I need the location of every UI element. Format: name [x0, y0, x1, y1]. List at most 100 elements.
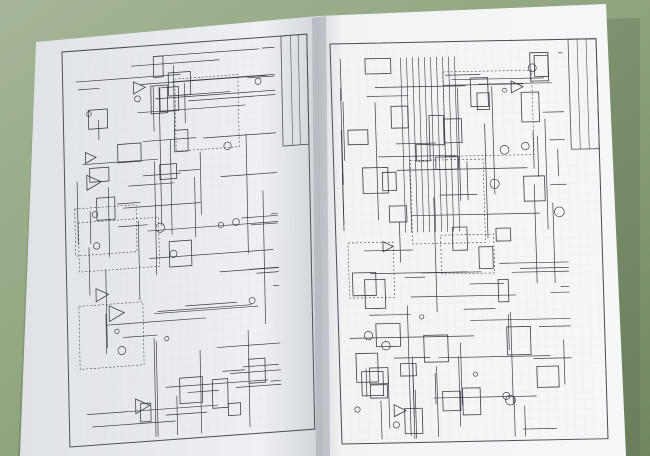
ic-block — [423, 334, 449, 363]
wire — [230, 369, 281, 374]
connector-symbol — [527, 63, 537, 73]
ic-block — [415, 144, 431, 162]
wire — [491, 86, 496, 195]
ic-block — [362, 167, 389, 194]
wire — [463, 308, 496, 310]
wire — [445, 74, 481, 76]
wire — [533, 357, 572, 359]
right-page — [318, 4, 626, 456]
wire — [137, 104, 246, 114]
connector-symbol — [505, 394, 516, 406]
wire — [522, 428, 557, 430]
wire — [270, 379, 282, 382]
connector-symbol — [554, 206, 565, 218]
wire — [105, 313, 108, 355]
ic-block — [375, 322, 402, 348]
wire — [172, 65, 175, 132]
ic-block — [506, 326, 532, 356]
ic-block — [364, 57, 392, 75]
ic-block — [369, 367, 389, 385]
ic-block — [497, 278, 510, 303]
wire — [433, 395, 537, 399]
wire — [131, 59, 220, 67]
ic-block — [87, 108, 109, 130]
wire — [105, 269, 108, 349]
connector-symbol — [381, 341, 391, 351]
bus-line — [412, 57, 419, 233]
wire — [157, 304, 252, 312]
wire — [460, 342, 463, 405]
wire — [183, 91, 231, 96]
connector-symbol — [217, 221, 224, 229]
wire — [369, 314, 411, 316]
wire — [433, 197, 438, 313]
left-title-block — [280, 33, 310, 147]
connector-symbol — [86, 111, 92, 117]
opamp-symbol — [133, 81, 147, 95]
connector-symbol — [392, 421, 400, 429]
spine-shadow — [312, 16, 330, 456]
ic-block — [168, 239, 193, 268]
wire — [199, 349, 203, 434]
wire — [165, 379, 268, 388]
wire — [185, 301, 237, 307]
wire — [87, 404, 218, 415]
opamp-symbol — [95, 288, 110, 303]
wire — [92, 420, 176, 428]
wire — [235, 383, 282, 388]
wire — [176, 395, 178, 436]
wire — [82, 158, 158, 166]
connector-symbol — [248, 297, 256, 304]
wire — [510, 312, 514, 404]
wire — [203, 132, 277, 139]
connector-symbol — [155, 222, 165, 233]
wire — [374, 85, 466, 88]
wire — [451, 77, 544, 81]
ic-block — [152, 55, 164, 78]
wire — [76, 181, 79, 245]
bus-line — [424, 57, 431, 233]
wire — [250, 222, 278, 226]
wire — [199, 151, 202, 215]
wire — [340, 88, 344, 186]
connector-symbol — [164, 336, 170, 342]
wire — [123, 202, 202, 209]
group-outline — [78, 301, 145, 370]
ic-block — [523, 175, 546, 202]
ic-block — [469, 77, 489, 108]
ic-block — [476, 92, 490, 111]
opamp-symbol — [86, 174, 103, 191]
wire — [412, 361, 416, 439]
connector-symbol — [502, 87, 507, 93]
connector-symbol — [223, 141, 232, 151]
connector-symbol — [91, 211, 99, 218]
wire — [511, 270, 569, 273]
wire — [420, 271, 482, 274]
wire — [374, 102, 379, 221]
ic-block — [227, 402, 242, 417]
left-schematic — [74, 46, 282, 437]
bus-line — [454, 56, 461, 232]
wire — [187, 389, 219, 393]
ic-block — [89, 166, 110, 183]
ic-block — [462, 387, 482, 416]
ic-block — [369, 384, 389, 399]
connector-symbol — [499, 145, 510, 155]
right-title-block — [567, 38, 600, 150]
wire — [380, 400, 383, 440]
wire — [117, 201, 141, 205]
connector-symbol — [502, 391, 511, 400]
wire — [484, 123, 489, 239]
ic-block — [211, 378, 229, 409]
opamp-symbol — [135, 398, 151, 415]
wire — [178, 169, 200, 172]
ic-block — [351, 272, 377, 297]
wire — [519, 267, 569, 269]
wire — [216, 342, 281, 348]
wire — [169, 139, 173, 235]
ic-block — [536, 365, 560, 388]
ic-block — [96, 196, 116, 221]
wire — [153, 48, 260, 57]
wire — [188, 94, 276, 102]
